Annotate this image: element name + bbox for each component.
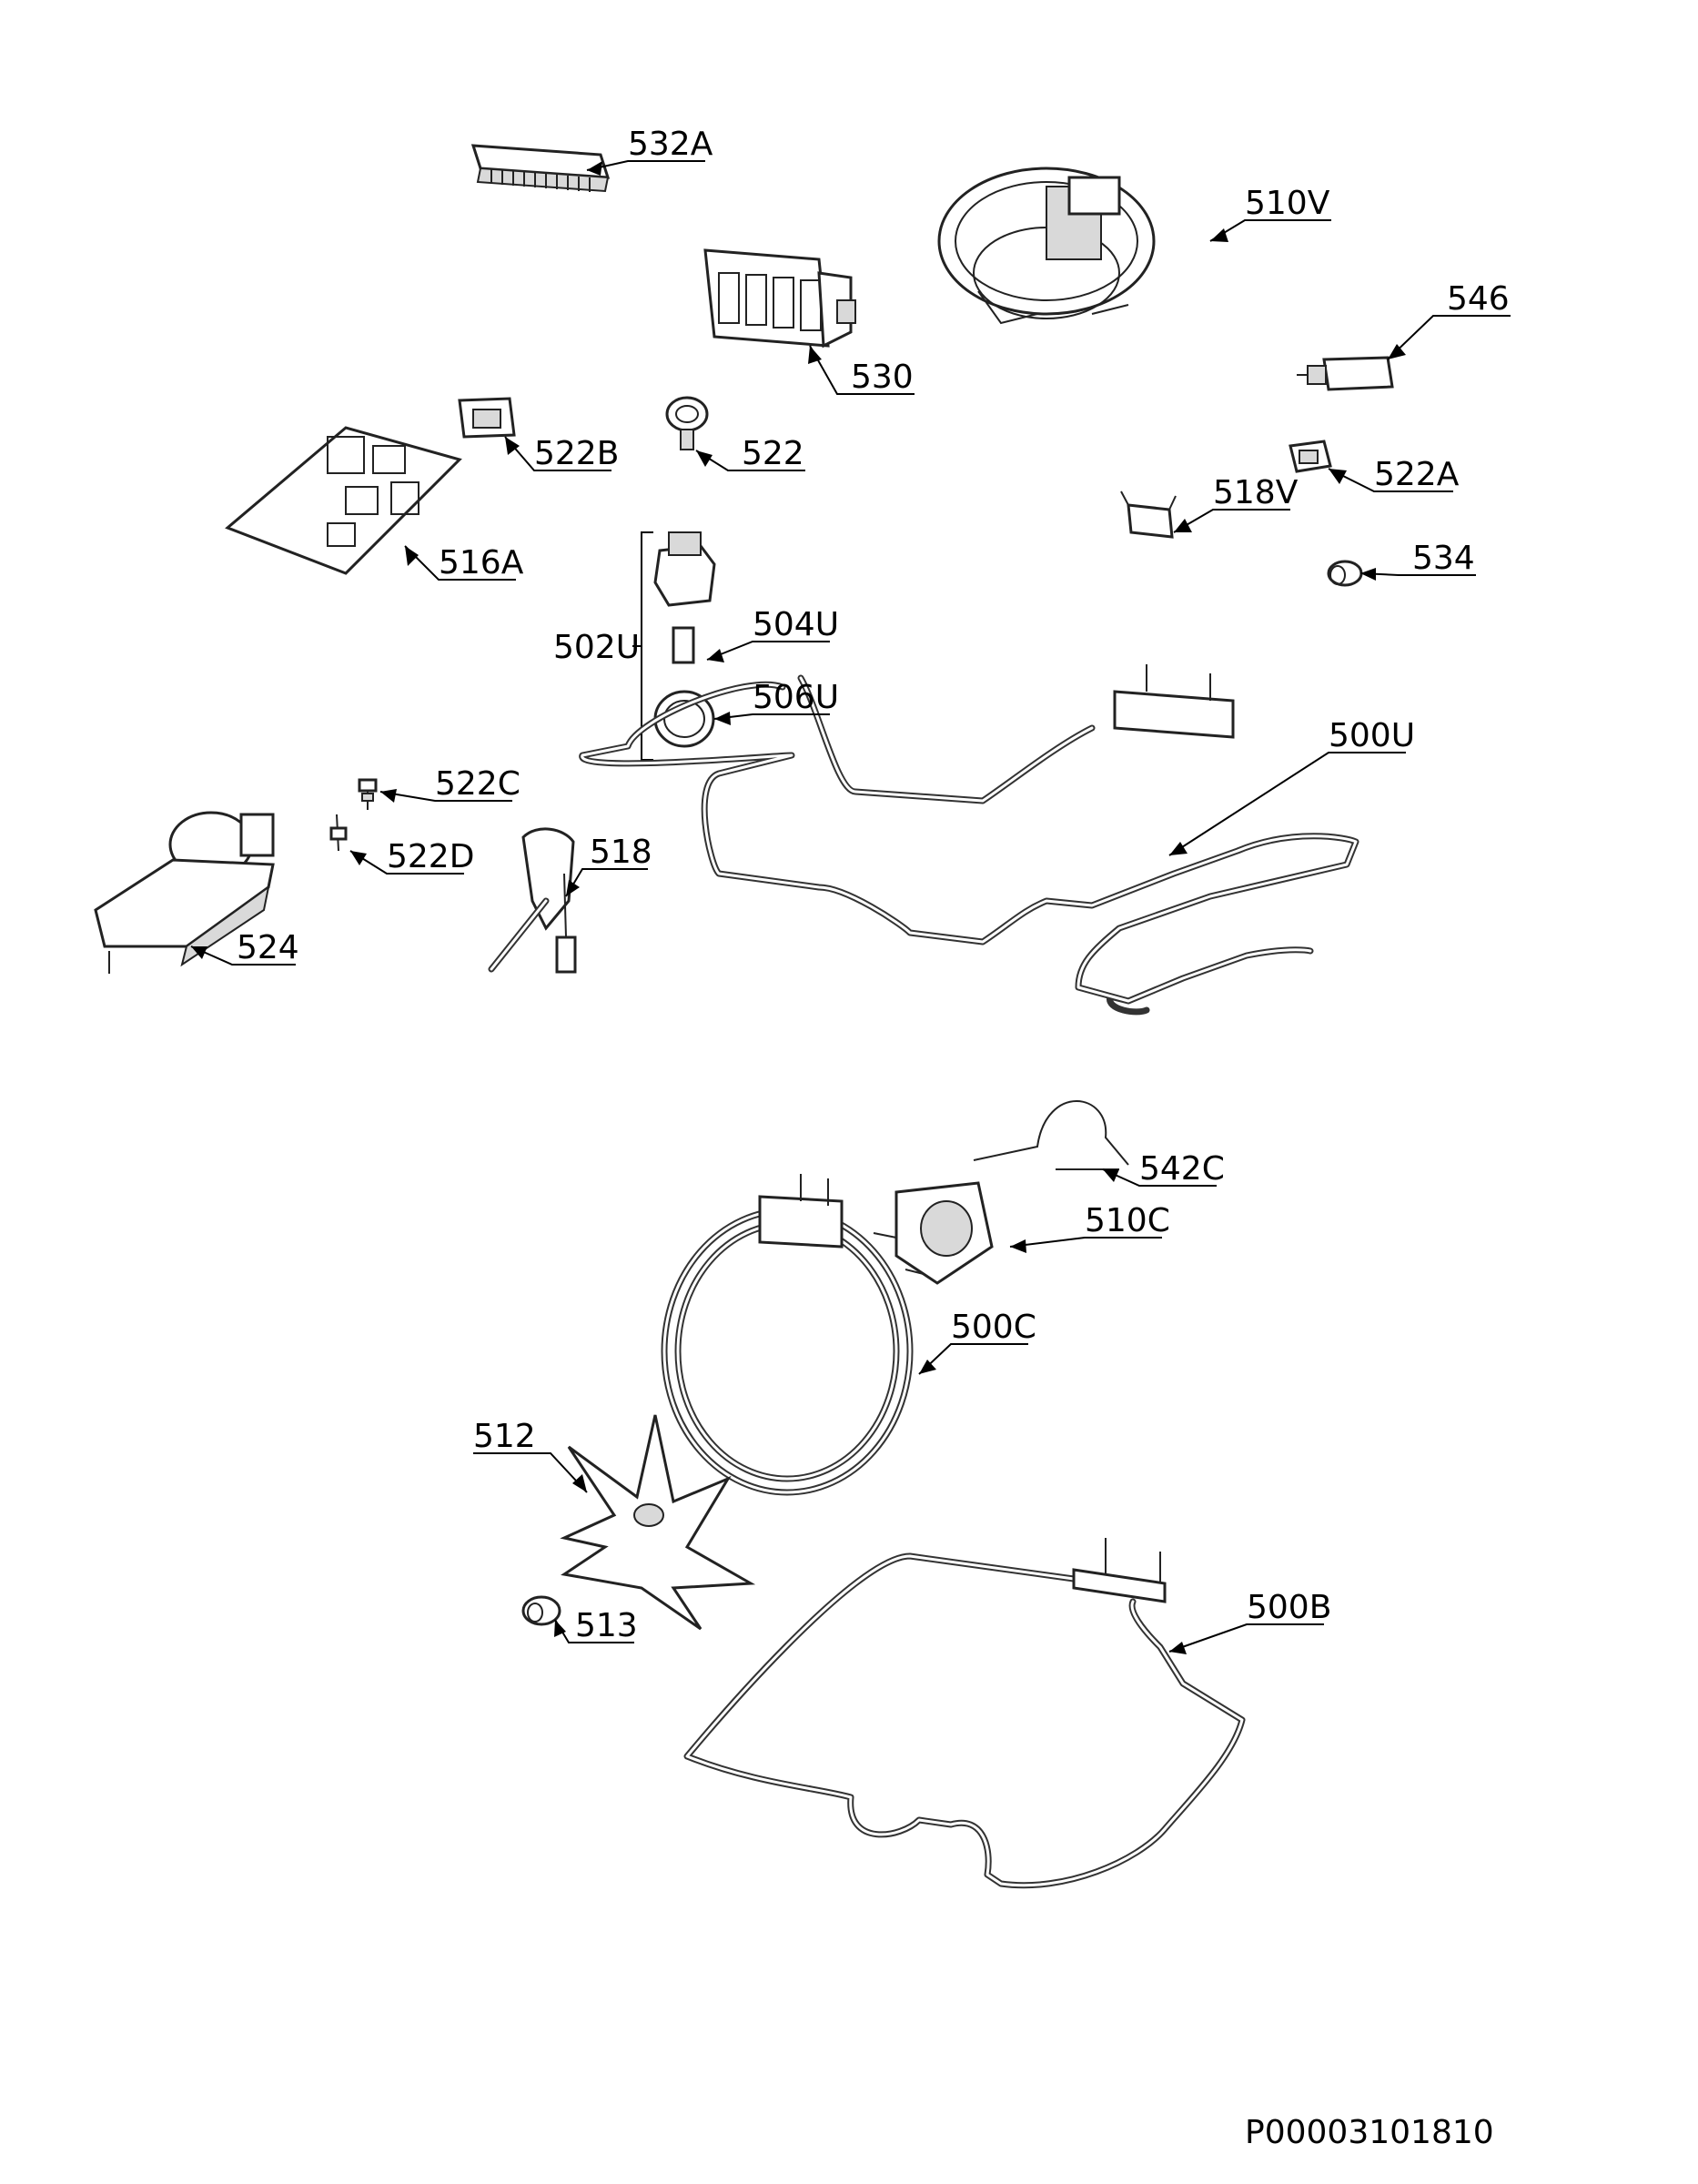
callout-label-516A: 516A xyxy=(439,544,524,581)
part-522A-clip xyxy=(1289,440,1332,473)
part-500B-bottom-heater xyxy=(683,1538,1246,1889)
callout-label-500C: 500C xyxy=(951,1309,1036,1346)
callout-labels: 532A 510V 546 530 522B 522 522A 518V 516… xyxy=(237,126,1510,1644)
part-513-nut xyxy=(521,1595,561,1626)
callout-label-522C: 522C xyxy=(435,765,521,803)
callout-label-522D: 522D xyxy=(387,838,474,875)
callout-label-510V: 510V xyxy=(1245,185,1330,222)
part-510V-fan-motor xyxy=(937,167,1156,325)
callout-label-500U: 500U xyxy=(1329,717,1415,754)
callout-label-506U: 506U xyxy=(753,679,839,716)
part-524-door-lock xyxy=(94,811,275,974)
callout-label-504U: 504U xyxy=(753,606,839,643)
callout-label-530: 530 xyxy=(851,359,914,396)
part-510C-fan-motor xyxy=(873,1181,994,1285)
callout-label-522B: 522B xyxy=(534,435,619,472)
callout-label-542C: 542C xyxy=(1139,1150,1225,1188)
part-534-lamp-cover xyxy=(1327,560,1363,587)
part-500U-top-heater xyxy=(579,664,1359,1016)
callout-label-500B: 500B xyxy=(1247,1589,1331,1626)
callout-label-522A: 522A xyxy=(1374,456,1460,493)
part-516A-control-board xyxy=(225,426,462,575)
callout-label-510C: 510C xyxy=(1085,1202,1170,1239)
part-500C-ring-heater xyxy=(661,1174,914,1496)
callout-label-518: 518 xyxy=(590,834,652,871)
callout-label-522: 522 xyxy=(742,435,804,472)
document-code: P00003101810 xyxy=(1245,2114,1494,2151)
callout-label-532A: 532A xyxy=(628,126,713,163)
bracket-502U xyxy=(632,531,653,761)
part-512-fan-impeller xyxy=(560,1414,756,1631)
part-542C-spring-clip xyxy=(973,1100,1129,1170)
part-522B-bracket xyxy=(458,397,516,439)
part-518-probe xyxy=(488,827,577,974)
callout-label-524: 524 xyxy=(237,929,299,966)
callout-label-518V: 518V xyxy=(1213,474,1299,511)
callout-label-512: 512 xyxy=(473,1418,536,1455)
part-518V-thermostat xyxy=(1120,490,1177,539)
callout-label-513: 513 xyxy=(575,1607,638,1644)
callout-label-502U: 502U xyxy=(553,629,640,666)
part-522C-pin xyxy=(358,778,378,810)
callout-label-546: 546 xyxy=(1447,280,1510,318)
part-530-terminal-block xyxy=(703,248,856,349)
part-522D-pin xyxy=(329,814,348,852)
part-532A-terminal-strip xyxy=(470,144,611,193)
part-502U-knob-assembly xyxy=(653,531,716,748)
callout-arrowheads xyxy=(191,161,1406,1654)
part-522-clip xyxy=(665,396,709,450)
part-546-lamp xyxy=(1297,356,1394,391)
callout-label-534: 534 xyxy=(1412,540,1475,577)
